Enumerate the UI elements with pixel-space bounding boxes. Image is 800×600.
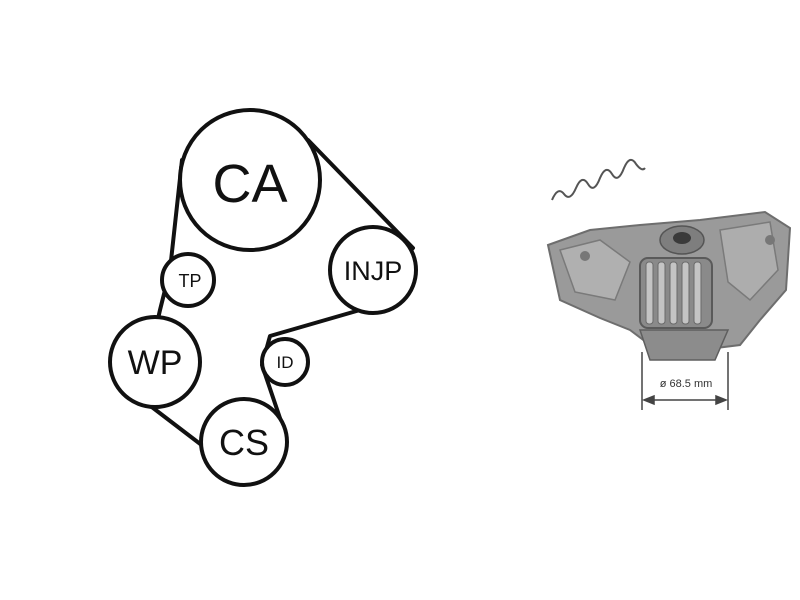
pulley-label-ca: CA: [212, 154, 287, 214]
pulley-label-id: ID: [277, 353, 294, 372]
pulley-label-wp: WP: [128, 344, 183, 382]
pulley-id: ID: [260, 337, 310, 387]
pulley-injp: INJP: [328, 225, 418, 315]
water-pump-image: [546, 210, 792, 361]
pulley-cs: CS: [199, 397, 289, 487]
pulley-label-injp: INJP: [344, 256, 403, 286]
gasket-wave: [551, 158, 646, 201]
pulley-ca: CA: [178, 108, 322, 252]
pulley-label-tp: TP: [178, 271, 201, 291]
pulley-wp: WP: [108, 315, 202, 409]
sprocket-teeth: [645, 261, 702, 325]
timing-belt: [138, 138, 415, 484]
pulley-tp: TP: [160, 252, 216, 308]
pulley-label-cs: CS: [219, 422, 269, 463]
dimension-marker: [641, 352, 729, 410]
pump-dimension-label: ø 68.5 mm: [659, 378, 713, 390]
